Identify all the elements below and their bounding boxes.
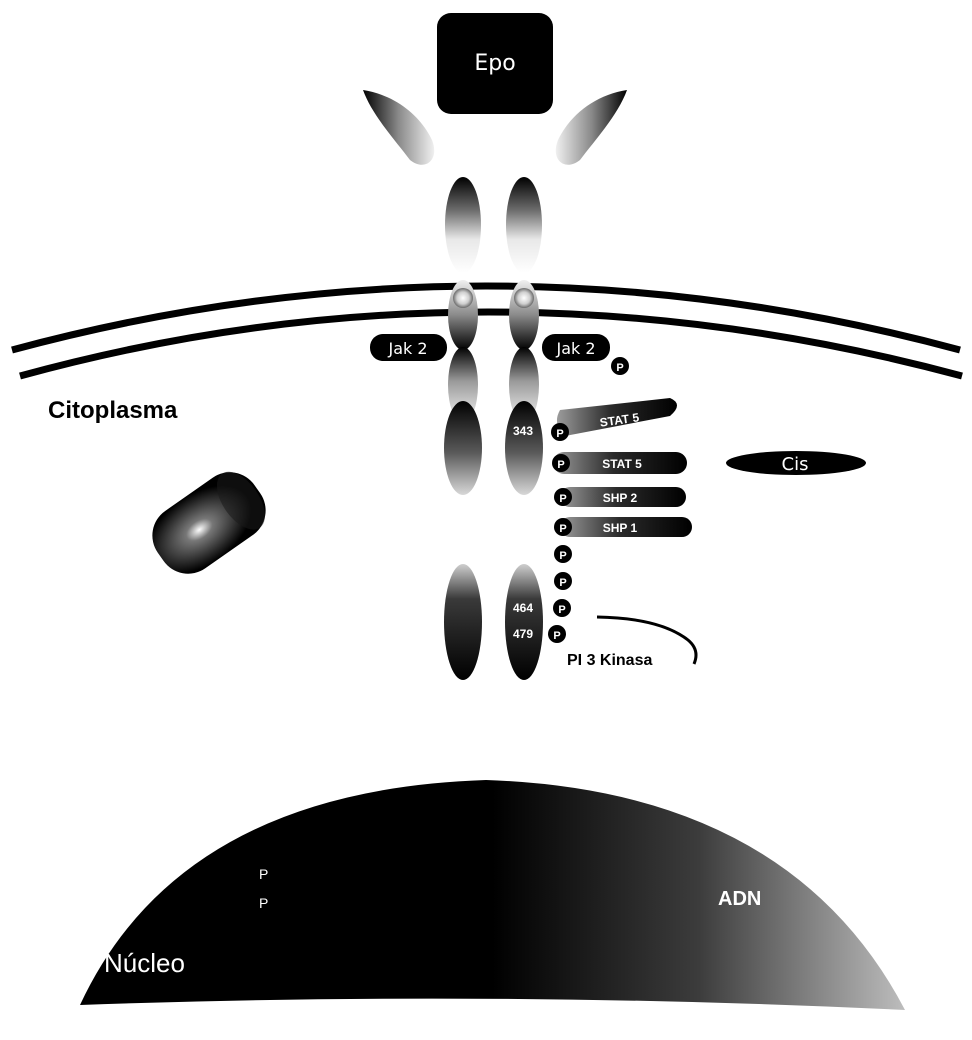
receptor-hinge-left — [363, 90, 434, 165]
residue-343: 343 — [513, 424, 533, 438]
phospho-site-7-label: P — [558, 604, 565, 616]
nucleus-label: Núcleo — [104, 948, 185, 978]
dna-label: ADN — [718, 888, 761, 910]
phospho-site-3-label: P — [559, 493, 566, 505]
receptor-hinge-right — [556, 90, 627, 165]
stat-protein-2: STAT 5 — [553, 452, 687, 474]
phospho-site-2-label: P — [557, 459, 564, 471]
epo-label: Epo — [474, 51, 515, 76]
phospho-site-4-label: P — [559, 523, 566, 535]
receptor-chain-left — [444, 177, 482, 680]
phospho-site-6-label: P — [559, 577, 566, 589]
phospho-site-8-label: P — [553, 630, 560, 642]
phospho-jak2-label: P — [616, 362, 623, 374]
cis-protein: Cis — [726, 451, 866, 475]
jak2-right: Jak 2 P — [542, 334, 629, 375]
cytoplasm-label: Citoplasma — [48, 397, 178, 424]
pi3-kinase-label: PI 3 Kinasa — [567, 652, 652, 669]
jak2-left-label: Jak 2 — [387, 339, 427, 358]
phospho-site-1-label: P — [556, 428, 563, 440]
residue-464: 464 — [513, 601, 533, 615]
cis-label: Cis — [782, 454, 809, 475]
shp-protein-1: SHP 2 — [560, 487, 686, 507]
pi3-kinase: PI 3 Kinasa — [567, 617, 696, 669]
phospho-site-5-label: P — [559, 550, 566, 562]
cell-membrane — [12, 286, 962, 376]
residue-479: 479 — [513, 627, 533, 641]
stat-protein-1: STAT 5 — [557, 398, 677, 436]
epo-ligand: Epo — [437, 13, 553, 114]
jak2-right-label: Jak 2 — [555, 339, 595, 358]
membrane-node-right — [514, 288, 534, 308]
jak2-left: Jak 2 — [370, 334, 447, 361]
proteasome-cylinder — [141, 460, 278, 585]
nuclear-phospho-1: P — [259, 866, 268, 882]
nuclear-phospho-2: P — [259, 895, 268, 911]
shp-protein-2: SHP 1 — [560, 517, 692, 537]
stat-2-label: STAT 5 — [602, 457, 642, 471]
nucleus: Núcleo ADN P P — [80, 780, 905, 1010]
membrane-node-left — [453, 288, 473, 308]
shp-2-label: SHP 1 — [603, 521, 638, 535]
shp-1-label: SHP 2 — [603, 491, 638, 505]
